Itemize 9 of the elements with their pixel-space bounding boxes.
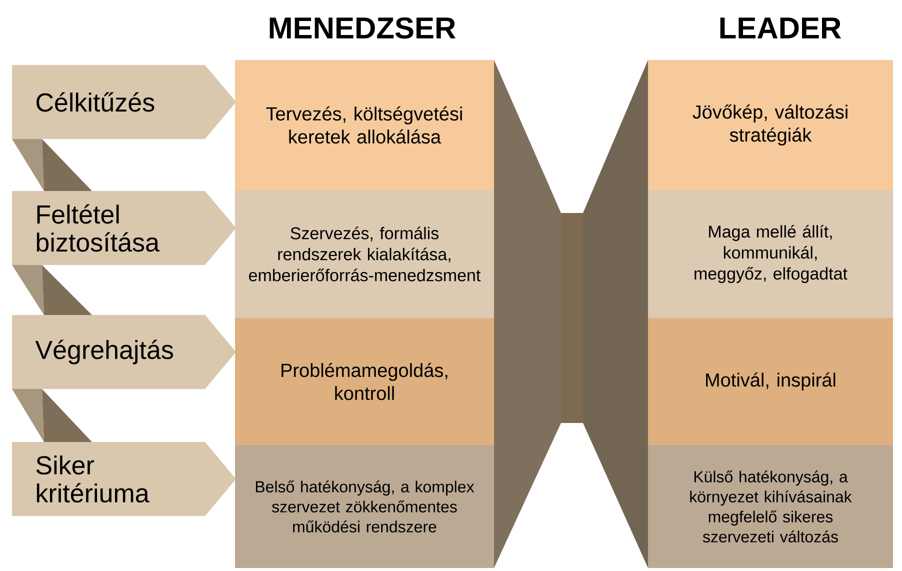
text-box: Problémamegoldás, kontroll (235, 318, 494, 445)
text-box: Motivál, inspirál (648, 318, 893, 445)
text-box: Szervezés, formális rendszerek kialakítása, emberierőforrás-menedzsment (235, 190, 494, 318)
text-box: Belső hatékonyság, a komplex szervezet zökkenőmentes működési rendszere (235, 445, 494, 568)
column-heading: MENEDZSER (270, 17, 456, 39)
text-box: Jövőkép, változási stratégiák (648, 60, 893, 190)
text-box: Külső hatékonyság, a környezet kihívásainak megfelelő sikeres szervezeti változás (648, 445, 893, 568)
text-box: Tervezés, költségvetési keretek allokálása (235, 60, 494, 190)
text-box: Maga mellé állít, kommunikál, meggyőz, elfogadtat (648, 190, 893, 318)
